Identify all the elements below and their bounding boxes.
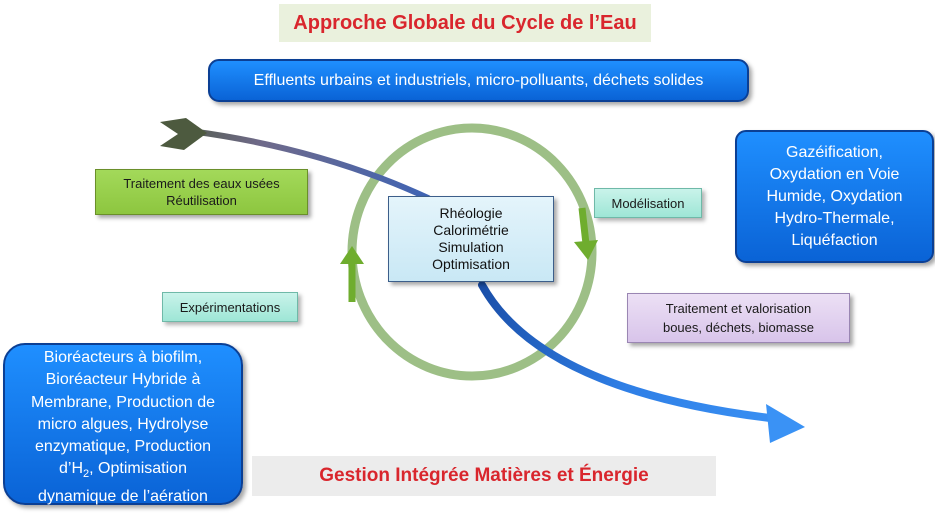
gazeification-line: Oxydation en Voie	[769, 165, 900, 183]
bioreacteurs-line: micro algues, Hydrolyse	[37, 415, 209, 433]
h2-prefix: d’H	[59, 460, 84, 478]
experimentations-box: Expérimentations	[162, 292, 298, 322]
bioreacteurs-box: Bioréacteurs à biofilm, Bioréacteur Hybr…	[3, 343, 243, 505]
gazeification-box: Gazéification, Oxydation en Voie Humide,…	[735, 130, 934, 263]
bioreacteurs-line: enzymatique, Production	[34, 438, 212, 456]
center-line-rheologie: Rhéologie	[439, 205, 503, 221]
center-line-calorimetrie: Calorimétrie	[433, 222, 509, 238]
h2-subscript: 2	[83, 468, 90, 481]
bioreacteurs-line-h2: d’H2, Optimisation	[9, 458, 237, 485]
center-box: Rhéologie Calorimétrie Simulation Optimi…	[388, 196, 554, 282]
bioreacteurs-line: Membrane, Production de	[30, 393, 216, 411]
traitement-boues-box: Traitement et valorisation boues, déchet…	[627, 293, 850, 343]
input-arrow	[160, 118, 431, 201]
bioreacteurs-line: dynamique de l’aération	[38, 487, 208, 505]
traitement-boues-line: Traitement et valorisation	[665, 301, 812, 316]
title-bottom: Gestion Intégrée Matières et Énergie	[252, 456, 716, 496]
modelisation-box: Modélisation	[594, 188, 702, 218]
gazeification-line: Hydro-Thermale,	[774, 209, 895, 227]
gazeification-line: Humide, Oxydation	[766, 187, 903, 205]
h2-suffix: , Optimisation	[89, 460, 187, 478]
traitement-eaux-box: Traitement des eaux usées Réutilisation	[95, 169, 308, 215]
traitement-boues-line: boues, déchets, biomasse	[662, 320, 815, 335]
traitement-eaux-line: Réutilisation	[166, 193, 237, 208]
bioreacteurs-line: Bioréacteur Hybride à	[45, 371, 201, 389]
traitement-eaux-line: Traitement des eaux usées	[123, 176, 280, 191]
effluents-box: Effluents urbains et industriels, micro-…	[208, 59, 749, 102]
gazeification-line: Gazéification,	[786, 143, 883, 161]
center-line-optimisation: Optimisation	[432, 256, 510, 272]
gazeification-line: Liquéfaction	[791, 231, 878, 249]
title-top: Approche Globale du Cycle de l’Eau	[279, 4, 651, 42]
cycle-arrow-down	[574, 207, 598, 260]
center-line-simulation: Simulation	[438, 239, 504, 255]
output-arrow	[478, 281, 805, 443]
bioreacteurs-line: Bioréacteurs à biofilm,	[43, 349, 203, 366]
cycle-arrow-up	[340, 246, 364, 302]
